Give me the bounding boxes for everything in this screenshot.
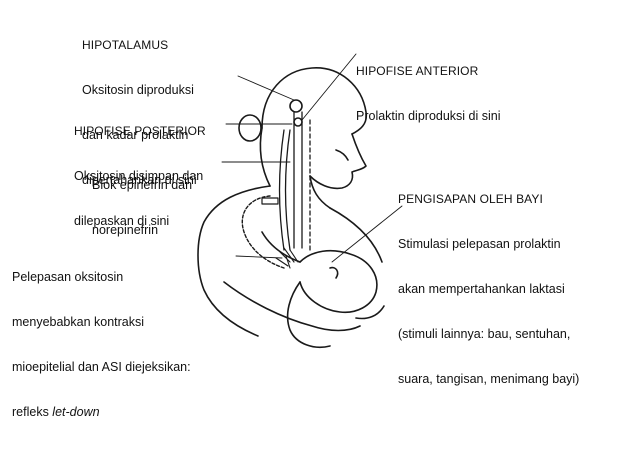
hair-bun — [239, 115, 261, 141]
leader-pengisapan — [332, 206, 402, 262]
heading-hipofise-anterior: HIPOFISE ANTERIOR — [356, 64, 501, 79]
leader-hipotalamus — [238, 76, 294, 100]
pengisapan-line-3: (stimuli lainnya: bau, sentuhan, — [398, 327, 579, 342]
pathway-inner-left — [280, 130, 285, 250]
pelepasan-line-3: mioepitelial dan ASI diejeksikan: — [12, 360, 191, 375]
leader-hipofise-anterior — [302, 54, 356, 120]
leader-pelepasan — [236, 256, 282, 258]
lactation-diagram: HIPOTALAMUS Oksitosin diproduksi dan kad… — [0, 0, 628, 358]
label-hipofise-anterior: HIPOFISE ANTERIOR Prolaktin diproduksi d… — [356, 34, 501, 154]
mother-shoulder-back — [198, 186, 270, 336]
baby-body — [288, 282, 330, 347]
blok-line-1: Blok epinefrin dan — [92, 178, 192, 193]
heading-hipofise-posterior: HIPOFISE POSTERIOR — [74, 124, 206, 139]
pathway-inner-right — [286, 130, 291, 250]
heading-pengisapan: PENGISAPAN OLEH BAYI — [398, 192, 579, 207]
pelepasan-line-4-prefix: refleks — [12, 405, 52, 419]
pengisapan-line-1: Stimulasi pelepasan prolaktin — [398, 237, 579, 252]
mother-hand — [356, 306, 384, 319]
pituitary-gland — [294, 118, 302, 126]
adrenal-marker — [262, 198, 278, 204]
mother-arm — [224, 282, 360, 331]
mother-nose-line — [336, 150, 348, 160]
mother-shoulder-front — [330, 208, 382, 262]
blok-line-2: norepinefrin — [92, 223, 192, 238]
pelepasan-line-4: refleks let-down — [12, 405, 191, 420]
heading-hipotalamus: HIPOTALAMUS — [82, 38, 197, 53]
pelepasan-line-2: menyebabkan kontraksi — [12, 315, 191, 330]
pengisapan-line-2: akan mempertahankan laktasi — [398, 282, 579, 297]
mother-neck — [310, 176, 330, 208]
label-pengisapan: PENGISAPAN OLEH BAYI Stimulasi pelepasan… — [398, 162, 579, 417]
baby-ear — [330, 268, 338, 278]
baby-head — [300, 251, 377, 313]
pelepasan-let-down: let-down — [52, 405, 99, 419]
pengisapan-line-4: suara, tangisan, menimang bayi) — [398, 372, 579, 387]
label-pelepasan: Pelepasan oksitosin menyebabkan kontraks… — [12, 240, 191, 450]
hipofise-anterior-line-1: Prolaktin diproduksi di sini — [356, 109, 501, 124]
pelepasan-line-1: Pelepasan oksitosin — [12, 270, 191, 285]
hypothalamus-gland — [290, 100, 302, 112]
mother-hair — [260, 128, 270, 186]
